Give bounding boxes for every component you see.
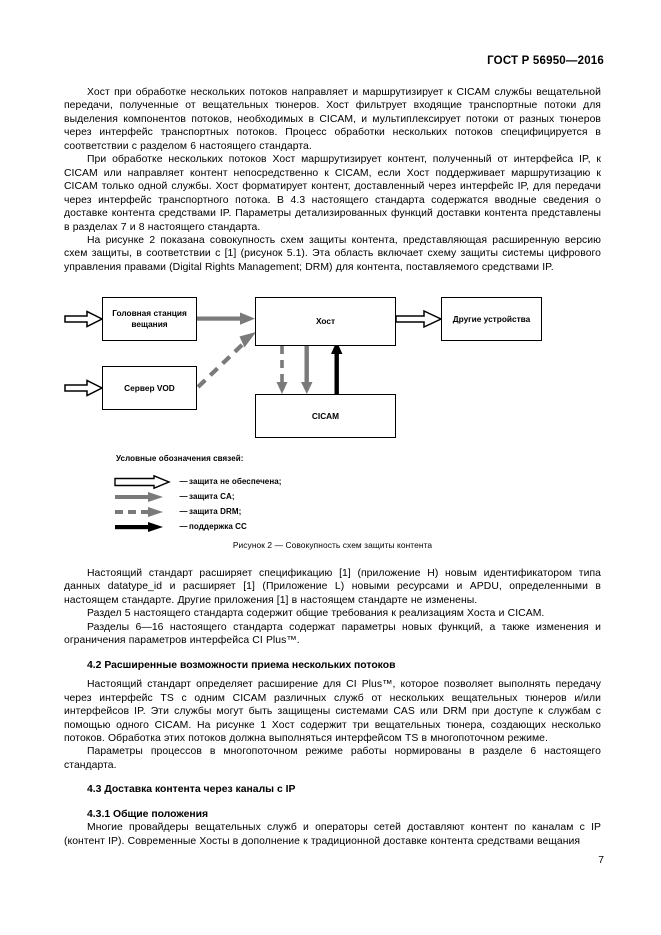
paragraph: Хост при обработке нескольких потоков на… xyxy=(64,87,601,152)
arrow-into-headend-unprotected xyxy=(64,310,104,328)
spacer xyxy=(64,797,601,808)
legend-symbol-hollow-arrow-icon xyxy=(114,474,178,489)
legend-symbol-black-solid-arrow-icon xyxy=(114,520,178,534)
figure-2: Головная станция вещания Сервер VOD Хост… xyxy=(64,288,601,550)
page-number: 7 xyxy=(598,855,604,866)
section-heading-4-3: 4.3 Доставка контента через каналы с IP xyxy=(87,784,296,796)
paragraph: При обработке нескольких потоков Хост ма… xyxy=(64,154,601,233)
body-text-bottom: Настоящий стандарт расширяет спецификаци… xyxy=(64,567,601,848)
paragraph: Параметры процессов в многопоточном режи… xyxy=(64,746,601,771)
arrow-into-vod-unprotected xyxy=(64,379,104,397)
arrow-host-to-cicam-drm-head xyxy=(276,382,288,394)
legend-label: защита CA; xyxy=(189,492,235,501)
arrow-vod-to-host-drm-head xyxy=(239,332,256,348)
diagram-box-headend: Головная станция вещания xyxy=(102,297,197,341)
legend-label: защита не обеспечена; xyxy=(189,477,282,486)
legend-label: поддержка CC xyxy=(189,522,247,531)
document-header-standard-number: ГОСТ Р 56950—2016 xyxy=(487,55,604,67)
diagram-box-host: Хост xyxy=(255,297,396,346)
body-text-top: Хост при обработке нескольких потоков на… xyxy=(64,86,601,274)
diagram-box-other-devices: Другие устройства xyxy=(441,297,542,341)
arrow-cicam-to-host-cc xyxy=(331,341,343,394)
arrow-vod-to-host-drm xyxy=(196,341,246,389)
paragraph: Разделы 6—16 настоящего стандарта содерж… xyxy=(64,621,601,647)
paragraph: Настоящий стандарт определяет расширение… xyxy=(64,679,601,744)
legend-item-ca: — защита CA; xyxy=(114,489,601,504)
spacer xyxy=(64,648,601,659)
diagram-box-cicam: CICAM xyxy=(255,394,396,438)
legend-dash: — xyxy=(179,507,188,516)
diagram-connectors xyxy=(64,309,443,397)
section-heading-4-2: 4.2 Расширенные возможности приема неско… xyxy=(87,659,396,671)
paragraph: Настоящий стандарт расширяет спецификаци… xyxy=(64,568,601,606)
legend-item-cc: — поддержка CC xyxy=(114,519,601,534)
legend-title: Условные обозначения связей: xyxy=(116,454,244,463)
spacer xyxy=(64,772,601,783)
arrow-headend-to-host-ca xyxy=(197,312,255,325)
legend-dash: — xyxy=(179,477,188,486)
legend-symbol-gray-solid-arrow-icon xyxy=(114,490,178,504)
legend-item-unprotected: — защита не обеспечена; xyxy=(114,474,601,489)
legend-symbol-gray-dashed-arrow-icon xyxy=(114,505,178,519)
legend-label: защита DRM; xyxy=(189,507,242,516)
paragraph: Раздел 5 настоящего стандарта содержит о… xyxy=(87,608,545,620)
figure-2-caption: Рисунок 2 — Совокупность схем защиты кон… xyxy=(232,540,433,550)
arrow-host-to-cicam-ca xyxy=(301,346,313,394)
diagram-box-vod-server: Сервер VOD xyxy=(102,366,197,410)
arrow-host-to-other-devices-unprotected xyxy=(395,309,443,329)
paragraph: На рисунке 2 показана совокупность схем … xyxy=(64,234,601,273)
figure-2-diagram: Головная станция вещания Сервер VOD Хост… xyxy=(64,288,601,453)
section-heading-4-3-1: 4.3.1 Общие положения xyxy=(87,808,209,820)
legend-dash: — xyxy=(179,522,188,531)
legend-dash: — xyxy=(179,492,188,501)
paragraph: Многие провайдеры вещательных служб и оп… xyxy=(64,822,601,847)
legend-item-drm: — защита DRM; xyxy=(114,504,601,519)
figure-2-legend: Условные обозначения связей: — защита не… xyxy=(64,454,601,534)
